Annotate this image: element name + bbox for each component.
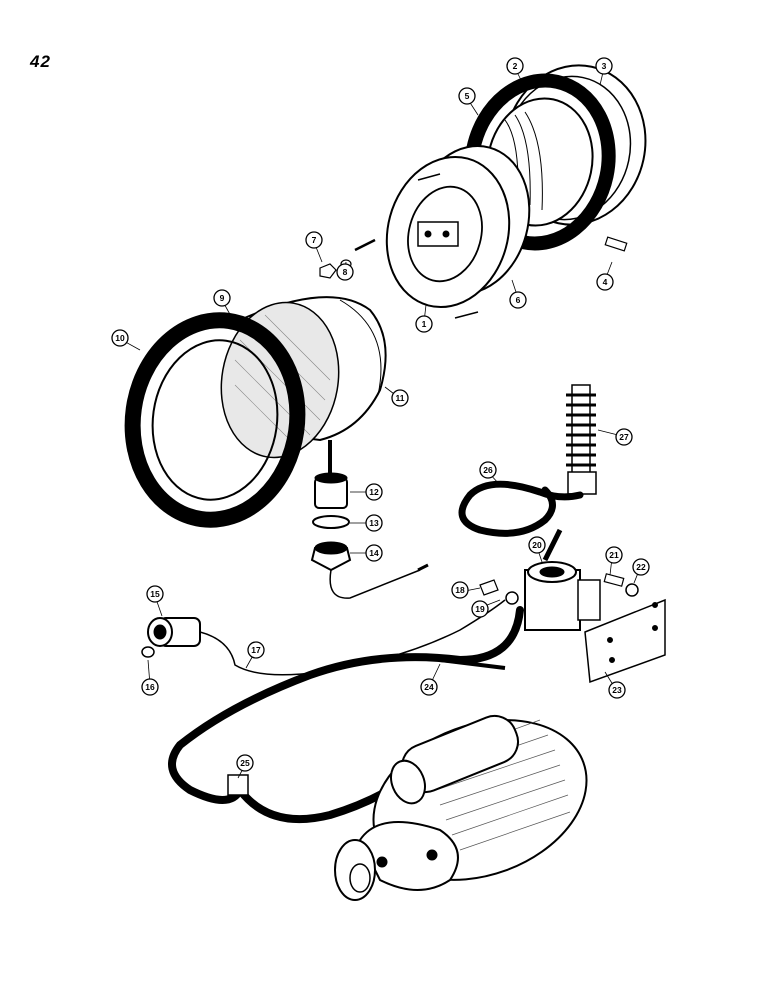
svg-text:9: 9 (220, 293, 225, 303)
svg-text:11: 11 (396, 393, 405, 403)
svg-text:18: 18 (455, 585, 465, 595)
svg-text:5: 5 (465, 91, 470, 101)
callout-13: 13 (365, 514, 383, 532)
svg-text:17: 17 (251, 645, 261, 655)
spring-boot (566, 384, 597, 495)
callout-27: 27 (615, 428, 633, 446)
callout-4: 4 (596, 273, 614, 291)
svg-text:2: 2 (513, 61, 518, 71)
callout-26: 26 (479, 461, 497, 479)
callout-15: 15 (146, 585, 164, 603)
callout-8: 8 (336, 263, 354, 281)
svg-text:23: 23 (612, 685, 622, 695)
callout-11: 11 (391, 389, 409, 407)
cable-24 (168, 606, 524, 804)
mount-hardware-stack (310, 472, 429, 599)
callout-22: 22 (632, 558, 650, 576)
svg-text:26: 26 (483, 465, 493, 475)
callout-9: 9 (213, 289, 231, 307)
callout-12: 12 (365, 483, 383, 501)
callout-19: 19 (471, 600, 489, 618)
page-number: 42 (30, 52, 51, 71)
callout-2: 2 (506, 57, 524, 75)
svg-text:10: 10 (115, 333, 125, 343)
callout-23: 23 (608, 681, 626, 699)
callout-5: 5 (458, 87, 476, 105)
callout-7: 7 (305, 231, 323, 249)
callout-18: 18 (451, 581, 469, 599)
headlamp-body (124, 296, 387, 528)
mounting-ring (385, 145, 531, 319)
svg-text:12: 12 (369, 487, 379, 497)
key-switch (141, 617, 201, 658)
svg-text:3: 3 (602, 61, 607, 71)
callout-3: 3 (595, 57, 613, 75)
callout-16: 16 (141, 678, 159, 696)
svg-text:8: 8 (343, 267, 348, 277)
callout-10: 10 (111, 329, 129, 347)
svg-text:4: 4 (603, 277, 608, 287)
callout-6: 6 (509, 291, 527, 309)
svg-text:20: 20 (532, 540, 542, 550)
svg-text:25: 25 (240, 758, 250, 768)
svg-text:19: 19 (475, 604, 485, 614)
small-hardware (319, 236, 628, 279)
callout-21: 21 (605, 546, 623, 564)
svg-text:24: 24 (424, 682, 434, 692)
callout-25: 25 (236, 754, 254, 772)
svg-text:27: 27 (619, 432, 629, 442)
svg-text:6: 6 (516, 295, 521, 305)
bracket-plate (584, 598, 666, 684)
starter-motor (334, 714, 588, 901)
svg-text:15: 15 (150, 589, 160, 599)
svg-text:14: 14 (369, 548, 379, 558)
callout-1: 1 (415, 315, 433, 333)
svg-text:22: 22 (636, 562, 646, 572)
solenoid (479, 561, 639, 631)
callout-14: 14 (365, 544, 383, 562)
svg-text:21: 21 (609, 550, 619, 560)
callout-24: 24 (420, 678, 438, 696)
svg-text:1: 1 (422, 319, 427, 329)
callout-17: 17 (247, 641, 265, 659)
callouts: 1 2 3 4 5 6 7 8 9 10 11 12 13 14 15 16 1… (111, 57, 650, 772)
svg-text:7: 7 (312, 235, 317, 245)
svg-text:13: 13 (369, 518, 379, 528)
svg-text:16: 16 (145, 682, 155, 692)
callout-20: 20 (528, 536, 546, 554)
cable-26 (458, 480, 584, 537)
